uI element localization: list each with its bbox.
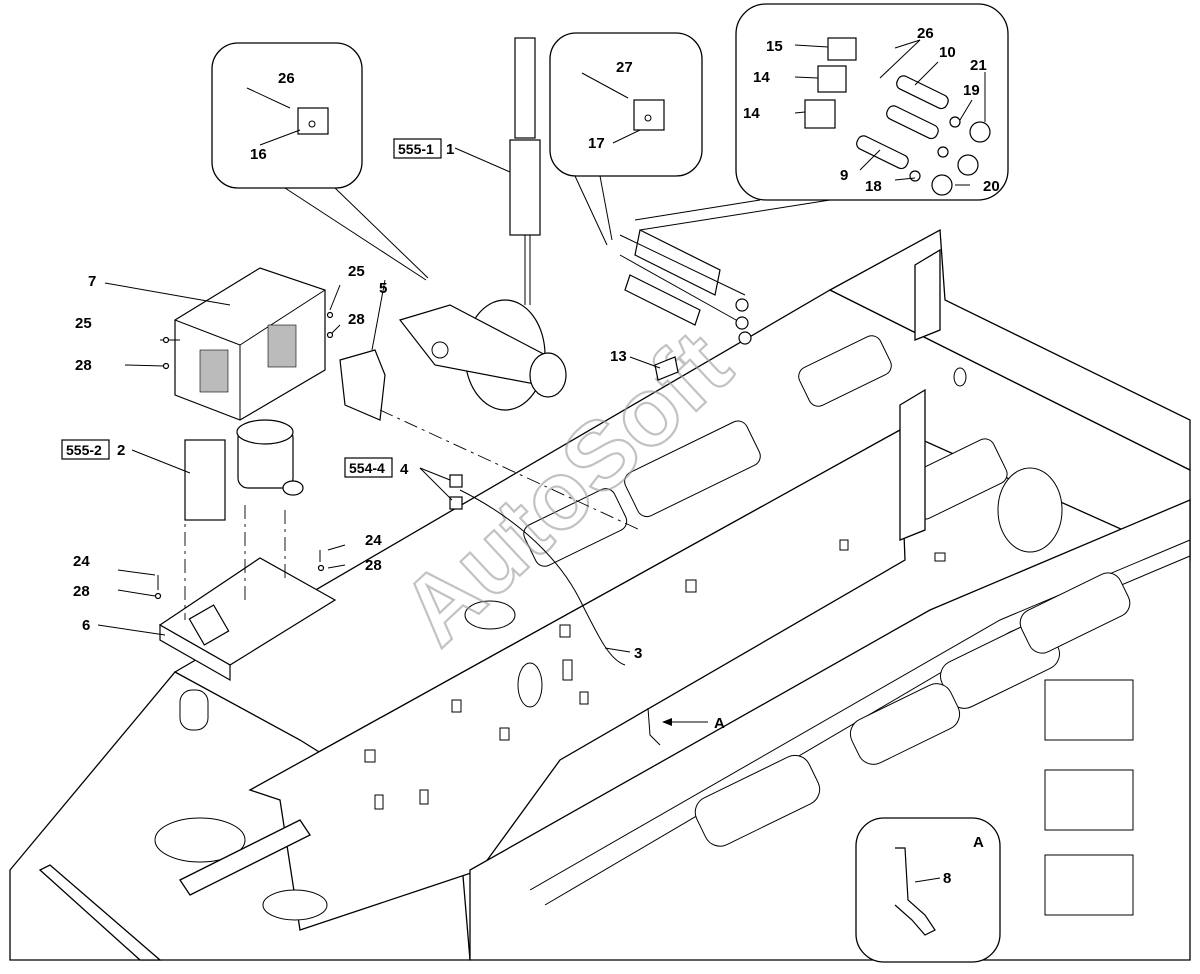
svg-text:555-2: 555-2	[66, 442, 102, 458]
callout-19: 19	[963, 82, 980, 99]
bracket-5	[339, 279, 641, 531]
callout-1: 1	[446, 141, 454, 158]
plate-6	[97, 505, 337, 682]
callout-14b: 14	[743, 105, 760, 122]
callout-28c: 28	[73, 583, 90, 600]
detail-bubble-A	[855, 817, 1001, 963]
callout-28b: 28	[75, 357, 92, 374]
callout-4: 4	[400, 461, 409, 478]
callout-24a: 24	[73, 553, 90, 570]
callout-15: 15	[766, 38, 783, 55]
ref-box-554-4[interactable]: 554-4	[344, 457, 393, 478]
callout-2: 2	[117, 442, 125, 459]
valve-assembly-2	[131, 419, 304, 521]
detail-label-A: A	[973, 834, 984, 851]
detail-bubble-bearings	[634, 3, 1009, 231]
callout-3: 3	[634, 645, 642, 662]
callout-28d: 28	[365, 557, 382, 574]
clip-A	[647, 707, 708, 746]
svg-text:554-4: 554-4	[349, 460, 385, 476]
callout-16: 16	[250, 146, 267, 163]
cylinder-assembly	[398, 37, 567, 411]
callout-labels: 1 2 3 4 5 6 7 8 9 10 13 14 14 15 16 17 1…	[73, 25, 1000, 887]
ref-box-555-1[interactable]: 555-1	[393, 138, 442, 159]
callout-8: 8	[943, 870, 951, 887]
callout-10: 10	[939, 44, 956, 61]
detail-bubble-16	[211, 42, 429, 281]
callout-27: 27	[616, 59, 633, 76]
callout-9: 9	[840, 167, 848, 184]
callout-28a: 28	[348, 311, 365, 328]
callout-26a: 26	[278, 70, 295, 87]
callout-18: 18	[865, 178, 882, 195]
callout-7: 7	[88, 273, 96, 290]
callout-13: 13	[610, 348, 627, 365]
callout-17: 17	[588, 135, 605, 152]
fasteners	[117, 284, 346, 600]
callout-25b: 25	[348, 263, 365, 280]
arrow-label-A: A	[714, 715, 725, 732]
callout-26b: 26	[917, 25, 934, 42]
callout-25a: 25	[75, 315, 92, 332]
callout-14a: 14	[753, 69, 770, 86]
callout-5: 5	[379, 280, 387, 297]
rod-pack	[619, 229, 752, 345]
cover-7	[104, 267, 326, 421]
hose-3	[419, 467, 631, 666]
detail-bubble-17	[549, 32, 703, 246]
callout-6: 6	[82, 617, 90, 634]
callout-24b: 24	[365, 532, 382, 549]
svg-text:555-1: 555-1	[398, 141, 434, 157]
ref-box-555-2[interactable]: 555-2	[61, 439, 110, 460]
callout-21: 21	[970, 57, 987, 74]
main-frame	[9, 228, 1191, 961]
tag-13	[629, 356, 679, 381]
callout-20: 20	[983, 178, 1000, 195]
